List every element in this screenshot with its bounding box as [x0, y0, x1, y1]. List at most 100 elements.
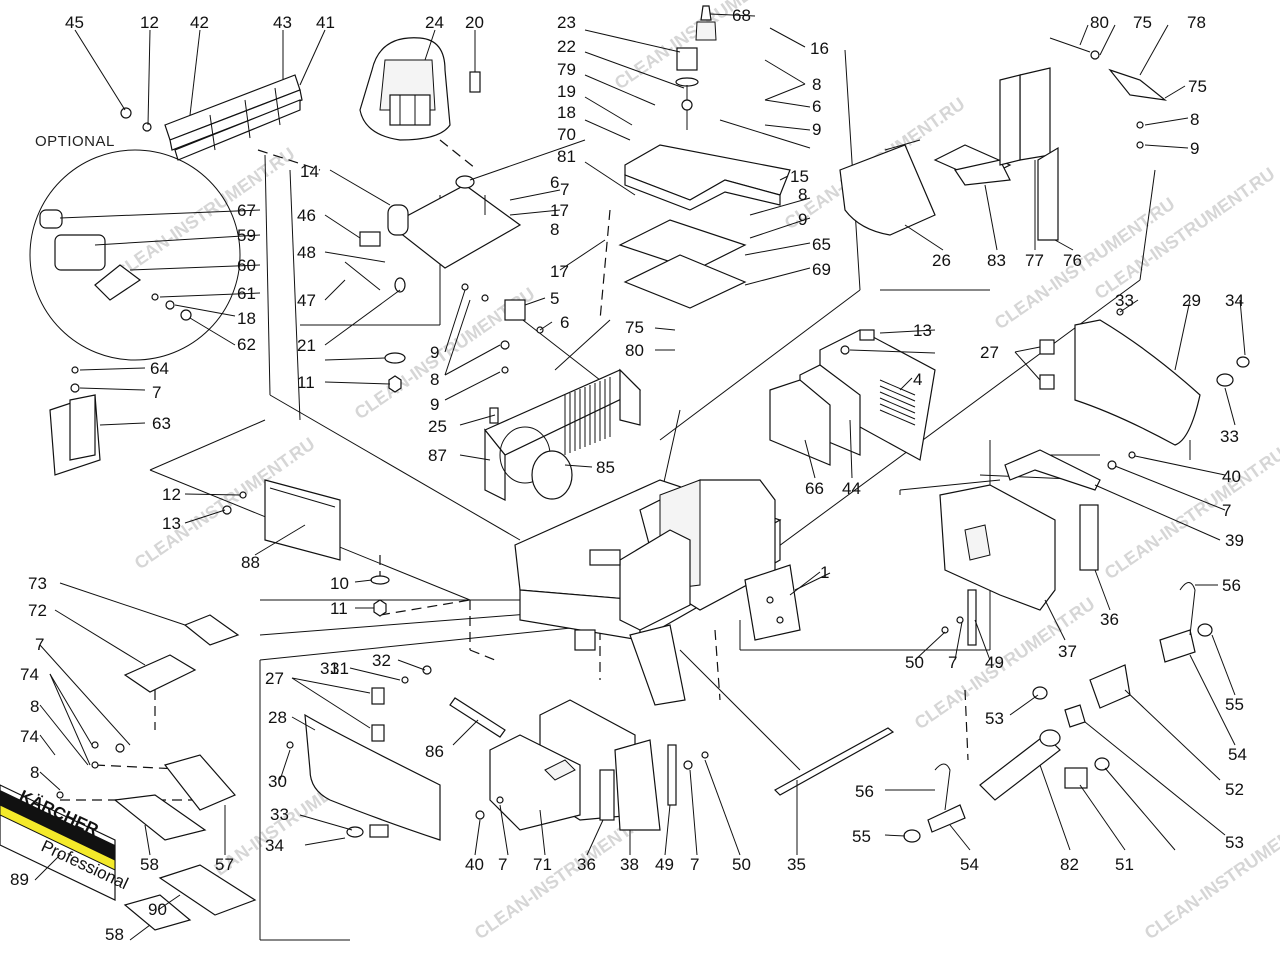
seat-base-plate — [387, 175, 522, 269]
part-label: 13 — [162, 514, 181, 533]
part-label: 65 — [812, 235, 831, 254]
part-label: 45 — [65, 13, 84, 32]
part-label: 54 — [1228, 745, 1247, 764]
part-label: 11 — [330, 599, 348, 618]
part-label: 40 — [1222, 467, 1241, 486]
part-label: 62 — [237, 335, 256, 354]
sheets — [618, 219, 747, 309]
bracket-63 — [49, 366, 101, 476]
part-label: 75 — [1188, 77, 1207, 96]
part-label: 86 — [425, 742, 444, 761]
part-label: 1 — [820, 563, 829, 582]
part-label: 39 — [1225, 531, 1244, 550]
part-label: 60 — [237, 256, 256, 275]
top-mount — [675, 5, 717, 130]
part-label: 79 — [557, 60, 576, 79]
part-label: 52 — [1225, 780, 1244, 799]
grille-frame — [484, 368, 642, 501]
part-label: 53 — [1225, 833, 1244, 852]
part-label: 8 — [30, 763, 39, 782]
part-label: 83 — [987, 251, 1006, 270]
cover-88 — [222, 479, 390, 617]
part-label: 64 — [150, 359, 169, 378]
part-label: 7 — [35, 635, 44, 654]
part-label: 87 — [428, 446, 447, 465]
part-label: 36 — [1100, 610, 1119, 629]
part-label: 36 — [577, 855, 596, 874]
part-label: 7 — [152, 383, 161, 402]
part-label: 78 — [1187, 13, 1206, 32]
part-label: 40 — [465, 855, 484, 874]
part-label: 72 — [28, 601, 47, 620]
part-label: 66 — [805, 479, 824, 498]
part-label: 38 — [620, 855, 639, 874]
part-label: 15 — [790, 167, 809, 186]
part-label: 89 — [10, 870, 29, 889]
leader-lines — [34, 13, 1246, 941]
part-label: 14 — [300, 162, 319, 181]
part-label: 20 — [465, 13, 484, 32]
cylinder-assembly — [903, 582, 1213, 843]
part-label: 85 — [596, 458, 615, 477]
part-label: 48 — [297, 243, 316, 262]
assembly-lines — [60, 49, 1191, 941]
part-label: 34 — [265, 836, 284, 855]
part-label: 77 — [1025, 251, 1044, 270]
part-label: 7 — [948, 653, 957, 672]
part-label: 55 — [852, 827, 871, 846]
part-label: 9 — [430, 395, 439, 414]
part-label: 8 — [550, 220, 559, 239]
part-label: 46 — [297, 206, 316, 225]
part-label: 56 — [1222, 576, 1241, 595]
part-label: 31 — [320, 659, 339, 678]
part-label: 58 — [105, 925, 124, 944]
part-label: 67 — [237, 201, 256, 220]
part-label: 33 — [1220, 427, 1239, 446]
main-chassis — [514, 479, 801, 706]
part-label: 8 — [798, 185, 807, 204]
optional-label: OPTIONAL — [35, 133, 115, 150]
part-label: 90 — [148, 900, 167, 919]
part-label: 19 — [557, 82, 576, 101]
part-label: 7 — [690, 855, 699, 874]
filter-panels — [769, 329, 936, 466]
part-label: 82 — [1060, 855, 1079, 874]
part-label: 13 — [913, 321, 932, 340]
part-label: 88 — [241, 553, 260, 572]
watermarks: CLEAN-INSTRUMENT.RU CLEAN-INSTRUMENT.RU … — [111, 0, 1280, 943]
part-label: 6 — [560, 313, 569, 332]
part-label: 7 — [1222, 501, 1231, 520]
lower-center-panels — [475, 699, 709, 831]
part-label: 17 — [550, 201, 569, 220]
part-label: 61 — [237, 284, 256, 303]
part-label: 57 — [215, 855, 234, 874]
seat — [359, 37, 481, 141]
part-label: 47 — [297, 291, 316, 310]
part-label: 22 — [557, 37, 576, 56]
part-label: 70 — [557, 125, 576, 144]
part-label: 6 — [550, 173, 559, 192]
lower-door — [286, 665, 441, 841]
bracket-5 — [461, 283, 544, 374]
rail-assembly — [120, 74, 303, 161]
part-label: 30 — [268, 772, 287, 791]
part-label: 80 — [1090, 13, 1109, 32]
part-label: 4 — [913, 370, 922, 389]
optional-lamp-group: OPTIONAL — [29, 133, 241, 361]
rods — [449, 697, 895, 796]
bracket-78 — [1049, 37, 1168, 149]
part-label: 68 — [732, 6, 751, 25]
part-label: 42 — [190, 13, 209, 32]
part-label: 50 — [732, 855, 751, 874]
part-label: 8 — [430, 370, 439, 389]
part-label: 25 — [428, 417, 447, 436]
part-label: 73 — [28, 574, 47, 593]
part-label: 27 — [980, 343, 999, 362]
part-label: 43 — [273, 13, 292, 32]
lower-left-plates — [56, 614, 257, 931]
part-label: 8 — [812, 75, 821, 94]
part-label: 8 — [30, 697, 39, 716]
part-label: 6 — [812, 97, 821, 116]
part-label: 9 — [1190, 139, 1199, 158]
part-label: 7 — [498, 855, 507, 874]
